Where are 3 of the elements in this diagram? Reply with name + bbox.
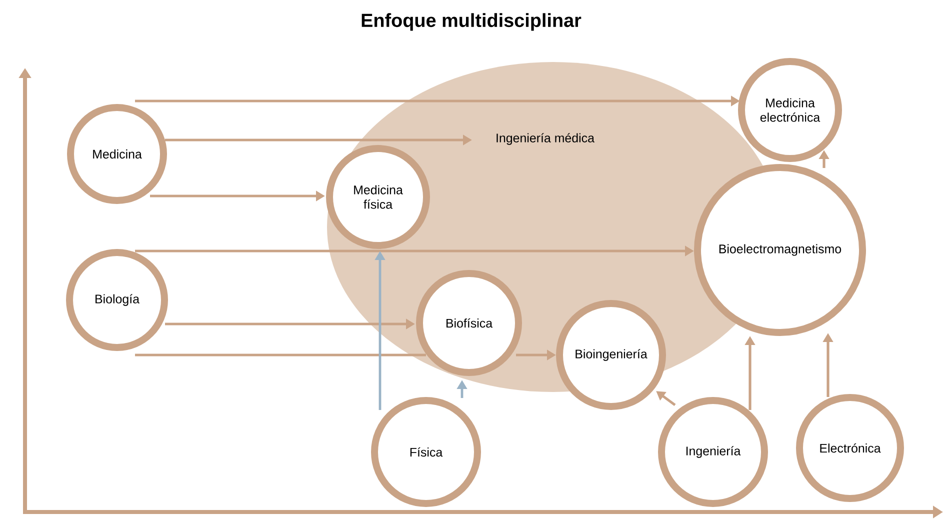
title: Enfoque multidisciplinar [362,13,582,31]
node-label: Bioelectromagnetismo [719,244,842,256]
field-label: Ingeniería médica [496,133,594,145]
